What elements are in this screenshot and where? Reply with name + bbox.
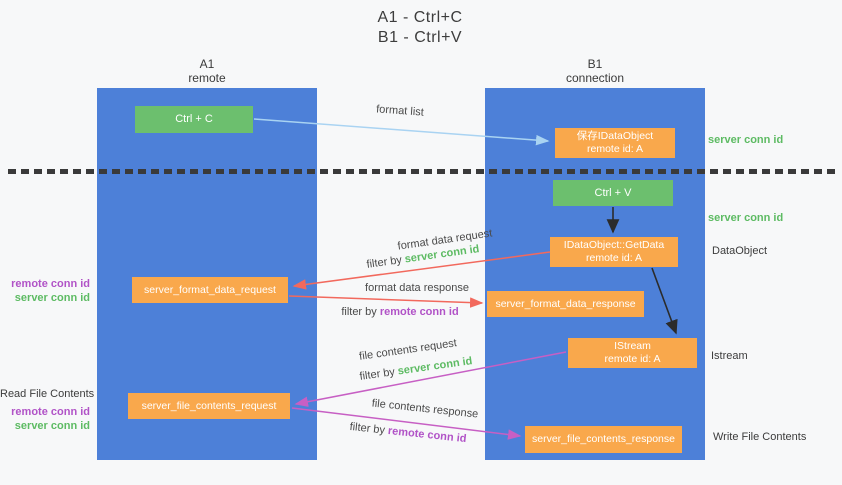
- node-server-format-data-response: server_format_data_response: [487, 291, 644, 317]
- istream-label: Istream: [711, 350, 748, 362]
- node-istream-line2: remote id: A: [604, 353, 661, 365]
- server-conn-id-top-label: server conn id: [708, 134, 784, 146]
- remote-conn-id-label: remote conn id: [11, 406, 90, 418]
- write-file-contents-label: Write File Contents: [713, 431, 807, 443]
- server-conn-id-label: server conn id: [14, 292, 90, 304]
- filter-by-text: filter by: [349, 420, 389, 437]
- node-server-file-contents-response: server_file_contents_response: [525, 426, 682, 453]
- file-contents-response-filter-label: filter by remote conn id: [328, 419, 488, 448]
- node-save-idataobject-line2: remote id: A: [586, 143, 644, 155]
- format-data-response-arrow: [288, 295, 484, 308]
- column-header-b1: B1 connection: [535, 57, 655, 85]
- file-contents-response-label: file contents response: [371, 397, 479, 421]
- column-a1-name: A1: [199, 57, 215, 71]
- node-server-format-data-response-label: server_format_data_response: [495, 297, 636, 310]
- title-line-a1: A1 - Ctrl+C: [377, 9, 463, 26]
- read-file-contents-label: Read File Contents: [0, 388, 95, 400]
- remote-conn-id-text: remote conn id: [379, 306, 459, 318]
- session-divider-dashed-line: [8, 169, 836, 174]
- remote-conn-id-text: remote conn id: [387, 424, 467, 446]
- server-conn-id-text: server conn id: [396, 355, 474, 378]
- node-server-file-contents-response-label: server_file_contents_response: [531, 433, 675, 445]
- filter-by-text: filter by: [341, 306, 380, 318]
- node-ctrl-c-label: Ctrl + C: [175, 113, 213, 125]
- node-server-file-contents-request-label: server_file_contents_request: [141, 399, 277, 412]
- node-idataobject-getdata: IDataObject::GetData remote id: A: [550, 237, 678, 267]
- left-conn-id-group-file: remote conn id server conn id: [0, 405, 90, 433]
- node-server-format-data-request-label: server_format_data_request: [144, 283, 276, 296]
- node-ctrl-v-label: Ctrl + V: [594, 186, 632, 199]
- node-getdata-line1: IDataObject::GetData: [563, 239, 665, 251]
- node-getdata-line2: remote id: A: [585, 252, 643, 264]
- node-server-format-data-request: server_format_data_request: [132, 277, 288, 303]
- server-conn-id-label: server conn id: [14, 420, 90, 432]
- format-list-label: format list: [375, 103, 425, 119]
- title-line-b1: B1 - Ctrl+V: [377, 29, 463, 46]
- column-header-a1: A1 remote: [147, 57, 267, 85]
- page-title: A1 - Ctrl+C B1 - Ctrl+V: [320, 8, 520, 48]
- column-a1-role: remote: [188, 71, 226, 85]
- format-data-response-label: format data response: [365, 282, 469, 294]
- left-conn-id-group-format: remote conn id server conn id: [0, 277, 90, 305]
- node-save-idataobject: 保存IDataObject remote id: A: [555, 128, 675, 158]
- node-istream: IStream remote id: A: [568, 338, 697, 368]
- node-save-idataobject-line1: 保存IDataObject: [576, 130, 654, 142]
- node-server-file-contents-request: server_file_contents_request: [128, 393, 290, 419]
- dataobject-label: DataObject: [712, 245, 768, 257]
- node-istream-line1: IStream: [614, 340, 651, 352]
- column-b1-name: B1: [587, 57, 603, 71]
- remote-conn-id-label: remote conn id: [11, 278, 90, 290]
- filter-by-text: filter by: [358, 365, 399, 383]
- node-ctrl-c: Ctrl + C: [135, 106, 253, 133]
- server-conn-id-mid-label: server conn id: [708, 212, 784, 224]
- column-b1-role: connection: [565, 71, 625, 85]
- format-data-response-filter-label: filter by remote conn id: [320, 306, 480, 318]
- node-ctrl-v: Ctrl + V: [553, 180, 673, 206]
